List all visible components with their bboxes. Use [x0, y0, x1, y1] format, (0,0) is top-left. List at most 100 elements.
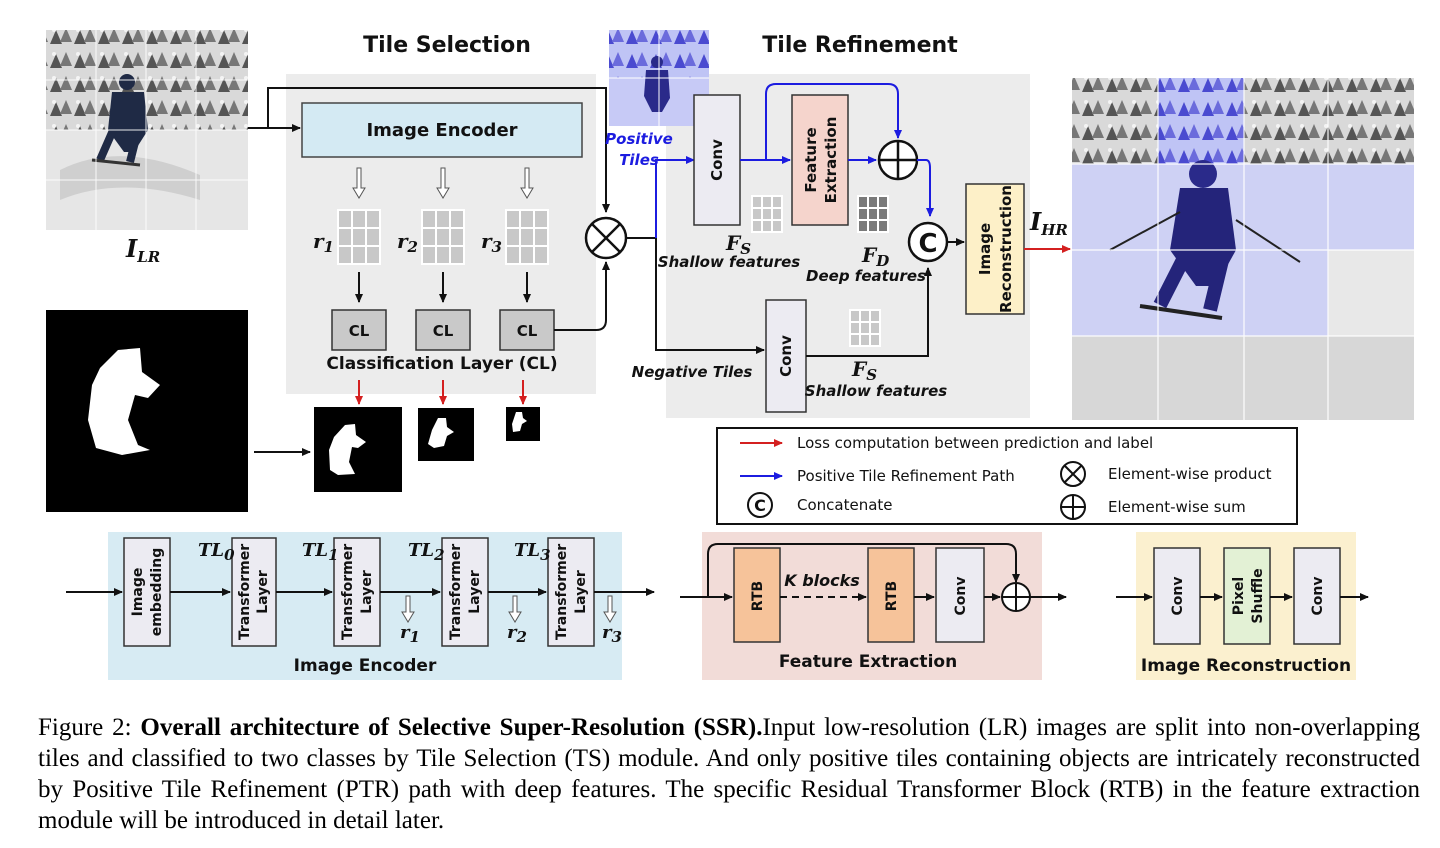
svg-text:C: C	[918, 229, 937, 259]
r1-label: r1	[313, 229, 334, 256]
pixel-shuffle-label-2: Shuffle	[1250, 568, 1266, 623]
architecture-diagram: Tile Selection Tile Refinement ILR	[46, 30, 1414, 680]
shallow-features-label-positive: Shallow features	[658, 253, 801, 271]
rtb-box-1	[733, 547, 781, 643]
cl-to-product-arrow	[554, 261, 610, 331]
positive-tiles-label-1: Positive	[605, 130, 673, 148]
positive-tiles-label-2: Tiles	[619, 151, 659, 169]
image-reconstruction-box	[965, 183, 1025, 315]
recon-conv-box-1	[1153, 547, 1201, 645]
transformer-layer-box-1	[231, 537, 277, 647]
legend-product-icon	[1060, 461, 1086, 487]
classification-layer-label: Classification Layer (CL)	[326, 354, 557, 374]
rtb-label-2: RTB	[884, 581, 900, 611]
mask-tile-3	[506, 407, 540, 441]
encoder-hollow-arrow-r2	[508, 595, 522, 623]
legend-concat-text: Concatenate	[797, 496, 893, 514]
feature-extraction-label-1: Feature	[802, 127, 820, 192]
recon-conv-label-1: Conv	[1170, 577, 1186, 616]
transformer-label-1b: Layer	[255, 570, 271, 614]
positive-tile-thumbnail	[609, 30, 709, 126]
pixel-shuffle-label-1: Pixel	[1231, 577, 1247, 615]
tl1-label: TL1	[302, 540, 339, 564]
legend-product-text: Element-wise product	[1108, 465, 1272, 483]
transformer-label-4b: Layer	[573, 570, 589, 614]
element-wise-sum-symbol	[877, 139, 919, 181]
feature-grid-r2	[421, 209, 465, 265]
positive-path-arrow	[655, 156, 695, 238]
deep-feature-grid	[857, 195, 889, 233]
feature-grid-r1	[337, 209, 381, 265]
transformer-label-2b: Layer	[359, 570, 375, 614]
transformer-label-2a: Transformer	[340, 544, 356, 640]
conv-label-negative: Conv	[777, 335, 795, 377]
embedding-box	[123, 537, 171, 647]
transformer-label-1a: Transformer	[237, 544, 253, 640]
encoder-detail-title: Image Encoder	[294, 656, 437, 676]
element-wise-product-symbol	[584, 216, 628, 260]
shallow-feature-grid-positive	[751, 195, 783, 233]
embedding-label-2: embedding	[149, 548, 165, 636]
cl-label-2: CL	[433, 322, 454, 340]
concatenate-symbol: C	[907, 221, 949, 263]
shallow-features-label-negative: Shallow features	[805, 382, 948, 400]
feature-detail-title: Feature Extraction	[779, 652, 957, 672]
figure-caption: Figure 2: Overall architecture of Select…	[38, 712, 1420, 836]
tile-refinement-title: Tile Refinement	[762, 33, 958, 58]
svg-text:C: C	[754, 496, 766, 515]
skip-to-product-arrow	[267, 87, 610, 213]
transformer-layer-box-3	[441, 537, 489, 647]
r2-label: r2	[397, 229, 418, 256]
caption-body: Input low-resolution (LR) images are spl…	[38, 714, 1421, 834]
transformer-label-3a: Transformer	[448, 544, 464, 640]
hollow-arrow-r1	[352, 167, 366, 199]
pixel-shuffle-box	[1223, 547, 1271, 645]
shallow-feature-grid-negative	[849, 309, 881, 347]
feature-detail-sum-icon	[1001, 582, 1031, 612]
mask-tile-1	[314, 407, 402, 492]
rtb-box-2	[867, 547, 915, 643]
embedding-label-1: Image	[130, 568, 146, 617]
image-reconstruction-label-1: Image	[976, 223, 994, 275]
hr-label: IHR	[1029, 207, 1068, 239]
encoder-r3-label: r3	[602, 622, 622, 646]
cl-box-1	[331, 309, 387, 351]
ground-truth-mask-image	[46, 310, 248, 512]
k-blocks-label: K blocks	[784, 571, 860, 590]
legend-sum-icon	[1060, 494, 1086, 520]
feature-extraction-label-2: Extraction	[822, 117, 840, 204]
feature-grid-r3	[505, 209, 549, 265]
caption-title: Overall architecture of Selective Super-…	[140, 714, 763, 741]
hr-output-image	[1072, 78, 1414, 420]
encoder-r1-label: r1	[400, 622, 420, 646]
legend-sum-text: Element-wise sum	[1108, 498, 1246, 516]
tl2-label: TL2	[408, 540, 445, 564]
cl-label-1: CL	[349, 322, 370, 340]
negative-tiles-label: Negative Tiles	[632, 363, 753, 381]
encoder-hollow-arrow-r1	[401, 595, 415, 623]
transformer-label-4a: Transformer	[554, 544, 570, 640]
hollow-arrow-r2	[436, 167, 450, 199]
tl3-label: TL3	[514, 540, 551, 564]
recon-conv-box-2	[1293, 547, 1341, 645]
rtb-label-1: RTB	[750, 581, 766, 611]
recon-detail-title: Image Reconstruction	[1141, 656, 1351, 676]
negative-to-concat-arrow	[806, 267, 932, 357]
feature-conv-box	[935, 547, 985, 643]
hollow-arrow-r3	[520, 167, 534, 199]
legend-concat-icon: C	[747, 492, 773, 518]
cl-box-2	[415, 309, 471, 351]
tile-selection-title: Tile Selection	[363, 33, 531, 58]
lr-label: ILR	[125, 234, 160, 266]
legend-ptr-text: Positive Tile Refinement Path	[797, 467, 1015, 485]
tl0-label: TL0	[198, 540, 235, 564]
transformer-label-3b: Layer	[467, 570, 483, 614]
image-reconstruction-label-2: Reconstruction	[997, 185, 1015, 313]
feature-conv-label: Conv	[953, 577, 969, 616]
negative-path-arrow	[655, 238, 765, 354]
conv-label-positive: Conv	[708, 139, 726, 181]
deep-features-label: Deep features	[806, 267, 926, 285]
sum-to-concat-arrow	[917, 159, 934, 217]
r3-label: r3	[481, 229, 502, 256]
encoder-r2-label: r2	[507, 622, 527, 646]
